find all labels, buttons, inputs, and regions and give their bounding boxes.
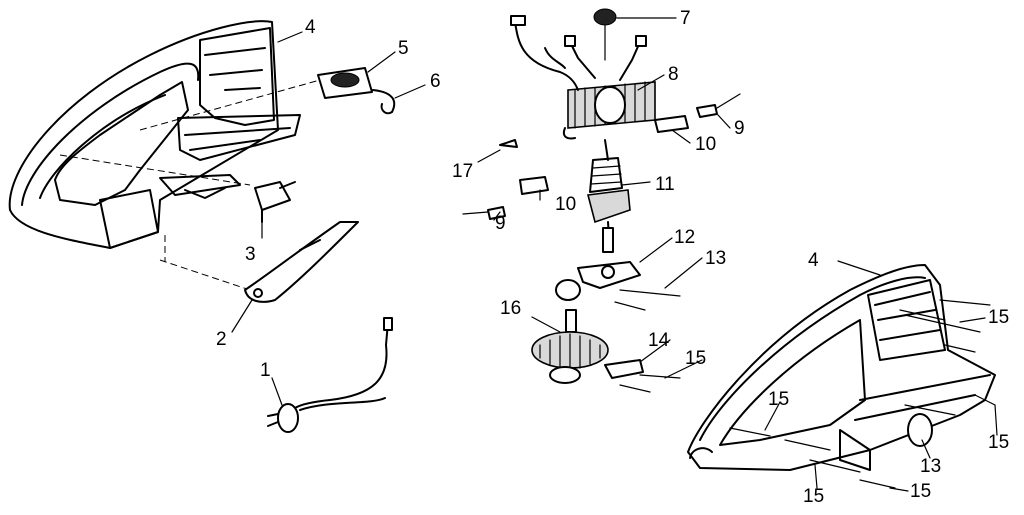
callout-11: 11 — [655, 174, 675, 195]
callout-13-right: 13 — [920, 456, 941, 477]
callout-10-right: 10 — [695, 134, 716, 155]
callout-15-left-rear: 15 — [768, 389, 789, 410]
callout-9-left: 9 — [495, 213, 506, 234]
callout-10-left: 10 — [555, 194, 576, 215]
callout-15-far-right: 15 — [988, 432, 1009, 453]
callout-15-center: 15 — [685, 348, 706, 369]
callout-6: 6 — [430, 71, 441, 92]
callout-2: 2 — [216, 329, 227, 350]
armature-part — [586, 139, 631, 253]
callout-3: 3 — [245, 244, 256, 265]
callout-15-bottom-right: 15 — [910, 481, 931, 502]
callout-12: 12 — [674, 227, 695, 248]
blade-clamp-part — [604, 359, 681, 393]
callout-9-right: 9 — [734, 118, 745, 139]
gear-housing-plate-part — [555, 261, 681, 311]
right-housing-half — [687, 264, 996, 489]
callout-14: 14 — [648, 330, 670, 351]
microswitch-part — [254, 181, 296, 223]
gear-top-part — [593, 8, 617, 61]
callout-7: 7 — [680, 8, 691, 29]
switch-button-part — [317, 67, 373, 99]
callout-labels: 1 2 3 4 5 6 7 8 9 10 17 11 10 9 12 13 16… — [216, 8, 1009, 507]
callout-13-center: 13 — [705, 248, 726, 269]
callout-15-bottom: 15 — [803, 486, 824, 507]
callout-1: 1 — [260, 360, 271, 381]
main-gear-part — [531, 309, 609, 384]
callout-5: 5 — [398, 38, 409, 59]
motor-field-part — [510, 15, 656, 140]
callout-4-right: 4 — [808, 250, 819, 271]
power-cord-part — [267, 317, 393, 433]
trigger-lever-part — [244, 221, 359, 303]
callout-8: 8 — [668, 64, 679, 85]
callout-15-upper-right: 15 — [988, 307, 1009, 328]
callout-16: 16 — [500, 298, 521, 319]
left-housing-half — [8, 20, 321, 291]
spring-clip-part — [372, 89, 396, 115]
brush-holders-part — [462, 93, 741, 220]
leader-lines — [231, 17, 998, 492]
callout-17: 17 — [452, 161, 473, 182]
callout-4-left: 4 — [305, 17, 316, 38]
